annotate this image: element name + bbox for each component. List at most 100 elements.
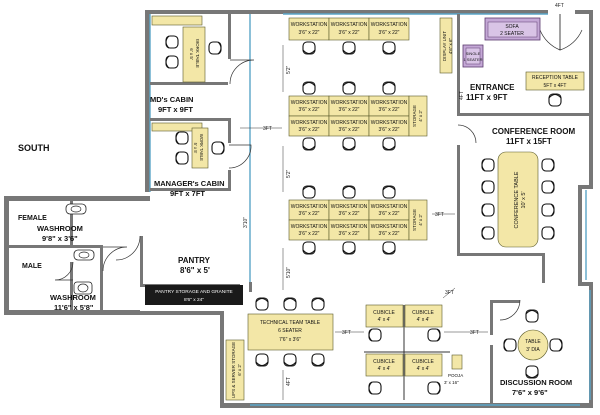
svg-text:5'2": 5'2"	[286, 169, 292, 178]
svg-text:WORKSTATION: WORKSTATION	[331, 204, 368, 210]
reception-table	[525, 71, 585, 91]
managers-cabin: WORK TABLE 5' x 5' MANAGER's CABIN 9FT x…	[151, 122, 225, 198]
discussion-room: TABLE 3' DIA DISCUSSION ROOM 7'6" x 9'6"	[500, 309, 572, 397]
svg-text:3'6" x 22": 3'6" x 22"	[379, 211, 400, 217]
svg-text:WORKSTATION: WORKSTATION	[371, 120, 408, 126]
windows	[149, 13, 591, 406]
mgr-work-table	[191, 127, 209, 169]
pantry-name: PANTRY	[178, 256, 211, 265]
svg-text:5FT x 4FT: 5FT x 4FT	[544, 83, 567, 89]
svg-text:SINGLE: SINGLE	[466, 51, 481, 56]
svg-text:3'6" x 22": 3'6" x 22"	[299, 127, 320, 133]
workstation-size: 3'6" x 22"	[379, 30, 400, 36]
workstation-row-top: WORKSTATION 3'6" x 22" WORKSTATION 3'6" …	[288, 17, 410, 55]
svg-text:CONFERENCE TABLE10' x 5': CONFERENCE TABLE10' x 5'	[514, 171, 527, 228]
md-cabin-name: MD's CABIN	[150, 95, 193, 104]
mgr-table-name: WORK TABLE	[199, 134, 204, 161]
svg-text:WORKSTATION: WORKSTATION	[291, 204, 328, 210]
svg-text:6 SEATER: 6 SEATER	[278, 328, 302, 334]
svg-text:3'6" x 22": 3'6" x 22"	[299, 211, 320, 217]
svg-text:8'6" x 24": 8'6" x 24"	[184, 297, 204, 303]
discussion-name: DISCUSSION ROOM	[500, 378, 572, 387]
svg-text:3FT: 3FT	[445, 290, 454, 296]
cubicle-label: CUBICLE	[373, 310, 395, 316]
md-cabin: WORK TABLE 6' x 5' MD's CABIN 9FT x 9FT	[150, 15, 222, 114]
svg-text:STORAGE4' x 2': STORAGE4' x 2'	[412, 209, 423, 231]
svg-text:3FT: 3FT	[263, 126, 272, 132]
svg-text:3'6" x 22": 3'6" x 22"	[299, 107, 320, 113]
storage-b	[408, 199, 428, 241]
conference-size: 11FT x 15FT	[506, 137, 552, 146]
display-unit	[439, 17, 453, 74]
md-work-table	[182, 26, 206, 83]
workstation-label: WORKSTATION	[291, 22, 328, 28]
pantry: PANTRY 8'6" x 5' PANTRY STORAGE AND GRAN…	[145, 256, 243, 305]
svg-text:WORKSTATION: WORKSTATION	[331, 224, 368, 230]
svg-text:3'6" x 22": 3'6" x 22"	[379, 107, 400, 113]
cubicle-label: CUBICLE	[373, 359, 395, 365]
svg-text:WORK TABLE 6' x 5': WORK TABLE 6' x 5'	[189, 39, 200, 69]
storage-a	[408, 95, 428, 137]
md-cabin-size: 9FT x 9FT	[158, 105, 193, 114]
pooja-unit	[451, 354, 463, 370]
svg-text:RECEPTION TABLE: RECEPTION TABLE	[532, 75, 579, 81]
svg-text:PANTRY STORAGE AND GRANITE: PANTRY STORAGE AND GRANITE	[155, 289, 232, 295]
cubicles: CUBICLE 4' x 4' CUBICLE 4' x 4' CUBICLE …	[365, 304, 463, 395]
svg-text:3'6" x 22": 3'6" x 22"	[339, 231, 360, 237]
mgr-shelf	[151, 122, 203, 132]
technical-team-table	[247, 313, 334, 351]
svg-text:4FT: 4FT	[286, 377, 292, 386]
pooja-label: POOJA	[448, 373, 463, 378]
dimension-labels: 3FT 3FT 3FT 3FT 3FT 5'2" 5'2" 3'10" 5'10…	[243, 65, 479, 386]
svg-text:3FT: 3FT	[435, 212, 444, 218]
svg-text:2 SEATER: 2 SEATER	[500, 31, 524, 37]
svg-text:DISPLAY UNIT4'6" x 6": DISPLAY UNIT4'6" x 6"	[442, 31, 453, 62]
md-shelf	[151, 15, 203, 26]
male-washroom-name: WASHROOM	[50, 293, 96, 302]
svg-text:WORKSTATION: WORKSTATION	[291, 224, 328, 230]
technical-team-area: TECHNICAL TEAM TABLE 6 SEATER 7'6" x 3'6…	[225, 297, 334, 401]
svg-text:3' DIA: 3' DIA	[526, 347, 540, 353]
svg-text:WORKSTATION: WORKSTATION	[291, 120, 328, 126]
svg-text:UPS & SERVER STORAGE6' x 2': UPS & SERVER STORAGE6' x 2'	[231, 342, 242, 398]
compass-label: SOUTH	[18, 143, 50, 153]
conference-table	[497, 151, 539, 248]
svg-text:5'10": 5'10"	[286, 267, 292, 278]
svg-text:WORKSTATION: WORKSTATION	[371, 204, 408, 210]
male-label: MALE	[22, 263, 42, 270]
svg-text:WORKSTATION: WORKSTATION	[331, 120, 368, 126]
entrance-size: 11FT x 9FT	[466, 93, 507, 102]
svg-text:WORKSTATION: WORKSTATION	[291, 100, 328, 106]
cubicle-label: CUBICLE	[412, 359, 434, 365]
md-table-name: WORK TABLE	[195, 39, 200, 68]
workstation	[368, 17, 410, 41]
top-dimension: 4FT	[555, 3, 564, 9]
entrance: DISPLAY UNIT4'6" x 6" SOFA 2 SEATER SING…	[439, 17, 585, 107]
svg-text:3FT: 3FT	[470, 330, 479, 336]
female-label: FEMALE	[18, 215, 47, 222]
svg-text:4' x 4': 4' x 4'	[378, 317, 391, 323]
svg-text:SOFA: SOFA	[505, 24, 519, 30]
pantry-size: 8'6" x 5'	[180, 266, 210, 275]
md-table-size: 6' x 5'	[189, 48, 194, 60]
svg-text:3'6" x 22": 3'6" x 22"	[339, 127, 360, 133]
workstation-size: 3'6" x 22"	[339, 30, 360, 36]
svg-text:TECHNICAL TEAM TABLE: TECHNICAL TEAM TABLE	[260, 320, 321, 326]
female-washroom-name: WASHROOM	[37, 224, 83, 233]
svg-text:7'6" x 3'6": 7'6" x 3'6"	[279, 337, 301, 343]
conference-room: CONFERENCE ROOM 11FT x 15FT CONFERENCE T…	[481, 127, 575, 248]
svg-text:3'6" x 22": 3'6" x 22"	[339, 211, 360, 217]
managers-cabin-name: MANAGER's CABIN	[154, 179, 225, 188]
svg-text:STORAGE4' x 2': STORAGE4' x 2'	[412, 105, 423, 127]
svg-text:5'2": 5'2"	[286, 65, 292, 74]
svg-text:WORKSTATION: WORKSTATION	[371, 224, 408, 230]
cubicle-label: CUBICLE	[412, 310, 434, 316]
svg-text:WORK TABLE 5' x 5': WORK TABLE 5' x 5'	[193, 134, 204, 162]
svg-text:4FT: 4FT	[459, 91, 465, 100]
svg-text:TABLE: TABLE	[525, 339, 541, 345]
pooja-size: 3' x 16"	[444, 380, 459, 385]
svg-text:3'6" x 22": 3'6" x 22"	[379, 231, 400, 237]
svg-text:3'6" x 22": 3'6" x 22"	[299, 231, 320, 237]
